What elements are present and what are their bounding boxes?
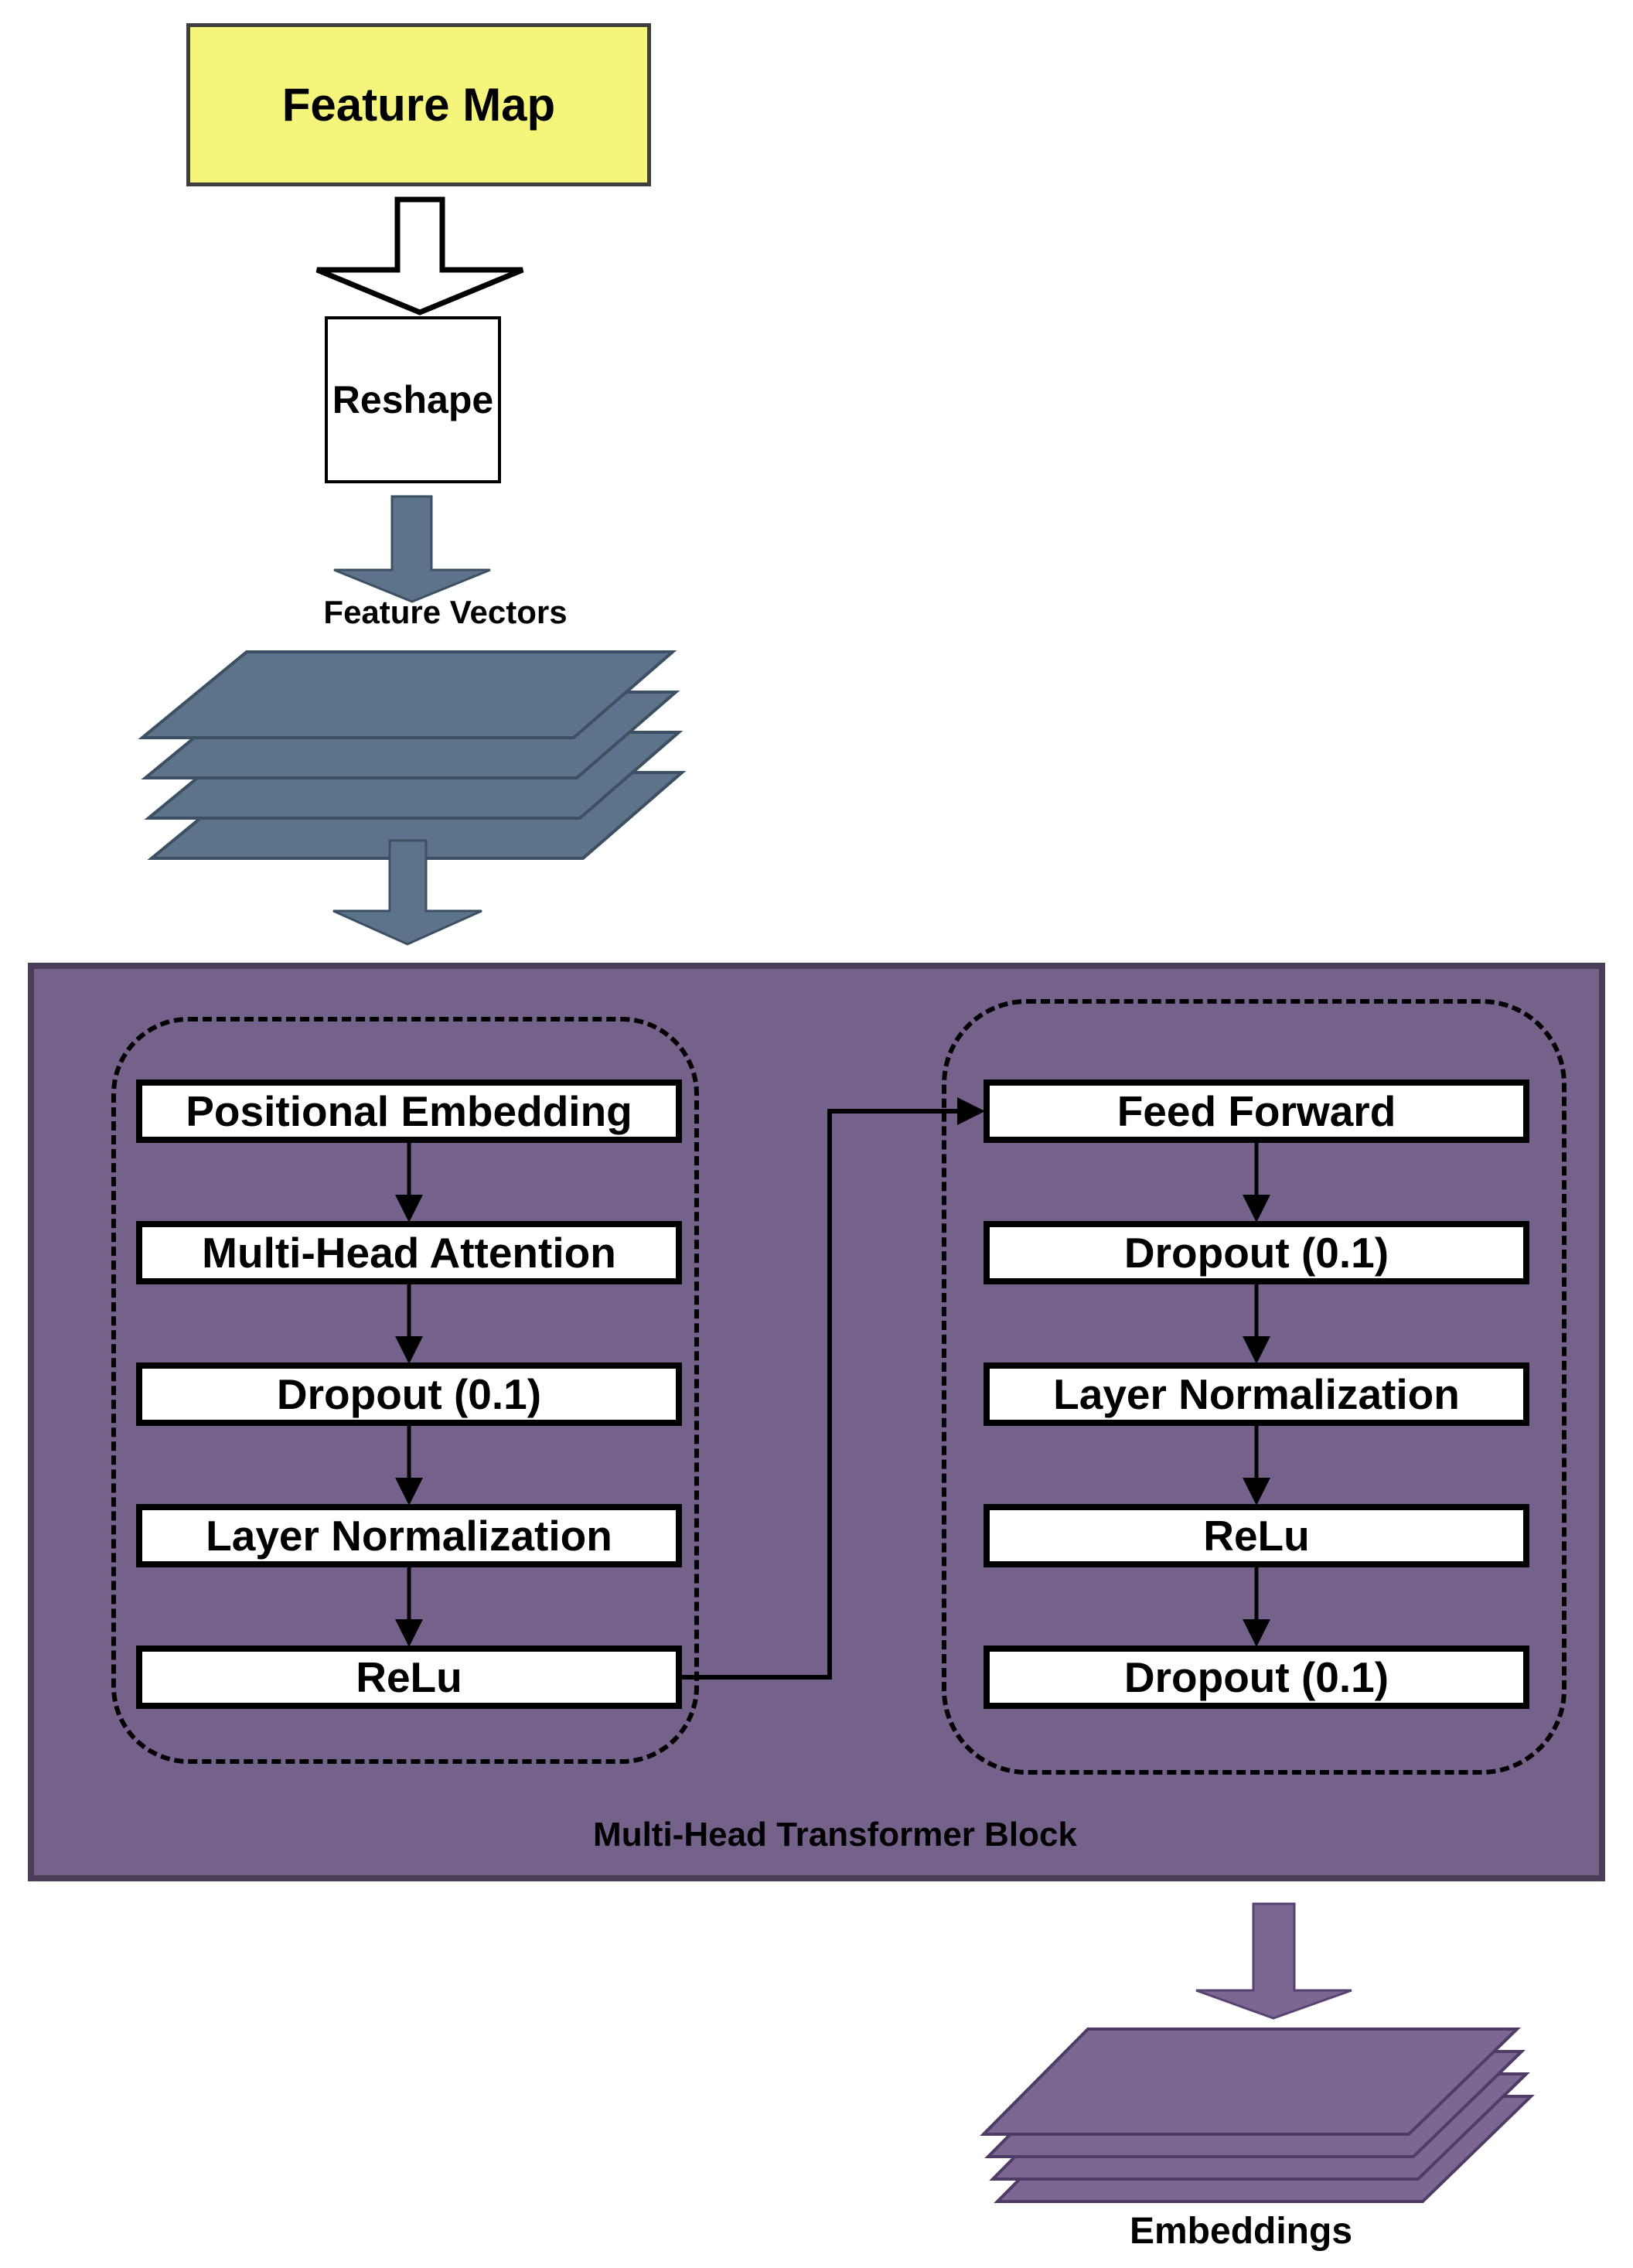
embeddings-stack [980,2028,1535,2203]
feature-vectors-label: Feature Vectors [323,594,568,630]
node-layer-normalization-right: Layer Normalization [984,1363,1529,1426]
node-feed-forward: Feed Forward [984,1079,1529,1143]
node-label: Dropout (0.1) [1123,1229,1389,1277]
reshape-label: Reshape [332,378,494,421]
node-multi-head-attention: Multi-Head Attention [136,1221,682,1284]
arrow-feature-vectors-to-block [332,839,482,946]
arrow-reshape-to-feature-vectors [333,495,491,603]
feature-map-label: Feature Map [281,79,556,131]
node-relu-left: ReLu [136,1646,682,1709]
arrow-block-to-embeddings [1195,1902,1352,2020]
node-label: Dropout (0.1) [276,1370,542,1418]
embedding-sheet [989,2072,1530,2181]
node-label: Layer Normalization [1053,1370,1460,1418]
node-label: Dropout (0.1) [1123,1653,1389,1701]
node-dropout-right-2: Dropout (0.1) [984,1646,1529,1709]
arrow-feature-map-to-reshape [315,196,524,315]
feature-vector-sheet [141,691,680,779]
node-label: Positional Embedding [186,1087,632,1135]
feature-vector-sheet [147,771,687,860]
transformer-block-label: Multi-Head Transformer Block [593,1816,1077,1854]
node-relu-right: ReLu [984,1504,1529,1567]
node-label: Layer Normalization [206,1512,612,1560]
embedding-sheet [980,2028,1521,2136]
node-label: ReLu [1203,1512,1310,1560]
reshape-node: Reshape [325,316,501,483]
feature-vectors-stack [138,650,687,860]
feature-map-node: Feature Map [186,23,651,186]
embedding-sheet [984,2050,1526,2158]
feature-vector-sheet [138,650,677,739]
node-label: ReLu [356,1653,462,1701]
node-dropout-left: Dropout (0.1) [136,1363,682,1426]
feature-vector-sheet [144,731,684,820]
node-label: Feed Forward [1117,1087,1396,1135]
node-dropout-right-1: Dropout (0.1) [984,1221,1529,1284]
node-label: Multi-Head Attention [202,1229,616,1277]
node-positional-embedding: Positional Embedding [136,1079,682,1143]
node-layer-normalization-left: Layer Normalization [136,1504,682,1567]
embedding-sheet [994,2095,1535,2203]
embeddings-label: Embeddings [1129,2211,1353,2252]
